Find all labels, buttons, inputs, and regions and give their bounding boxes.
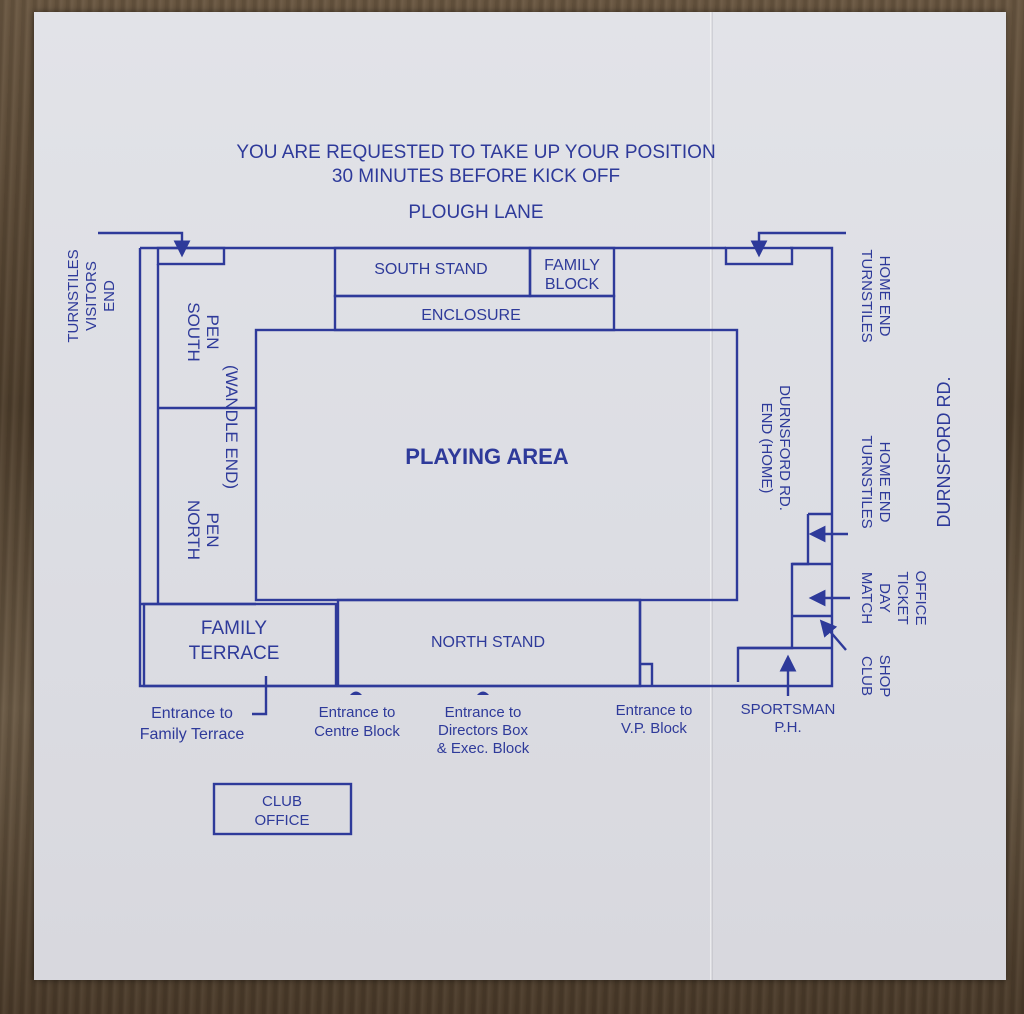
ticket-paper: [34, 12, 1006, 980]
visitors-turnstile-gate: [98, 231, 226, 266]
entrance-directors-label-3: & Exec. Block: [437, 740, 530, 757]
entrance-vp-label-1: Entrance to: [616, 702, 693, 719]
entrance-family-label-1: Entrance to: [151, 705, 233, 722]
ticket-office-label-1: MATCH: [858, 572, 875, 624]
entrance-directors-label-1: Entrance to: [445, 704, 522, 721]
pens-block: [156, 264, 256, 604]
turnstiles-home-mid-label-1: TURNSTILES: [858, 435, 875, 528]
entrance-family-label-2: Family Terrace: [140, 726, 245, 743]
home-turnstile-gate-top: [724, 231, 846, 266]
entrance-centre-label-1: Entrance to: [319, 704, 396, 721]
ticket-office-label-4: OFFICE: [912, 571, 929, 626]
entrance-directors-label-2: Directors Box: [438, 722, 529, 739]
club-office-label-1: CLUB: [262, 793, 302, 810]
durnsford-end-label-1: DURNSFORD RD.: [776, 385, 793, 511]
turnstiles-home-top-label-1: TURNSTILES: [858, 249, 875, 342]
turnstiles-visitors-label-3: END: [101, 280, 118, 312]
turnstiles-home-mid-label-2: HOME END: [876, 442, 893, 523]
wandle-end-label: (WANDLE END): [222, 365, 241, 489]
paper-fold-crease: [710, 12, 713, 980]
ticket-office-label-3: TICKET: [894, 571, 911, 624]
family-terrace-label-2: TERRACE: [189, 643, 280, 664]
north-pen-label-1: NORTH: [184, 500, 203, 560]
south-pen-label-1: SOUTH: [184, 302, 203, 362]
notice-line-1: YOU ARE REQUESTED TO TAKE UP YOUR POSITI…: [236, 142, 715, 163]
centre-block-entrance-marker: [350, 691, 362, 695]
ticket-office-label-2: DAY: [876, 583, 893, 613]
turnstiles-visitors-label-1: TURNSTILES: [65, 249, 82, 342]
entrance-centre-label-2: Centre Block: [314, 723, 400, 740]
club-office-label-2: OFFICE: [255, 812, 310, 829]
enclosure-label: ENCLOSURE: [421, 307, 521, 324]
directors-box-entrance-marker: [477, 691, 489, 695]
south-pen-label-2: PEN: [203, 315, 222, 350]
arrow-club-shop: [819, 619, 847, 651]
notice-line-2: 30 MINUTES BEFORE KICK OFF: [332, 166, 620, 187]
club-shop-label-2: SHOP: [876, 655, 893, 698]
turnstiles-visitors-label-2: VISITORS: [83, 261, 100, 331]
entrance-vp-label-2: V.P. Block: [621, 720, 687, 737]
family-terrace-entrance-line: [252, 676, 268, 716]
sportsman-label-2: P.H.: [774, 719, 801, 736]
plough-lane-label: PLOUGH LANE: [408, 202, 543, 223]
family-block-label-2: BLOCK: [545, 276, 600, 293]
family-terrace-label-1: FAMILY: [201, 618, 267, 639]
north-pen-label-2: PEN: [203, 513, 222, 548]
sportsman-label-1: SPORTSMAN: [741, 701, 836, 718]
south-stand-label: SOUTH STAND: [374, 261, 487, 278]
north-stand-label: NORTH STAND: [431, 634, 545, 651]
durnsford-end-label-2: END (HOME): [758, 403, 775, 494]
family-block-label-1: FAMILY: [544, 257, 600, 274]
club-office-box: [212, 782, 353, 836]
east-side-buildings: [640, 512, 832, 686]
playing-area-label: PLAYING AREA: [405, 444, 569, 469]
turnstiles-home-top-label-2: HOME END: [876, 256, 893, 337]
north-stand-block: [142, 598, 642, 688]
durnsford-rd-label: DURNSFORD RD.: [934, 377, 954, 528]
club-shop-label-1: CLUB: [858, 656, 875, 696]
